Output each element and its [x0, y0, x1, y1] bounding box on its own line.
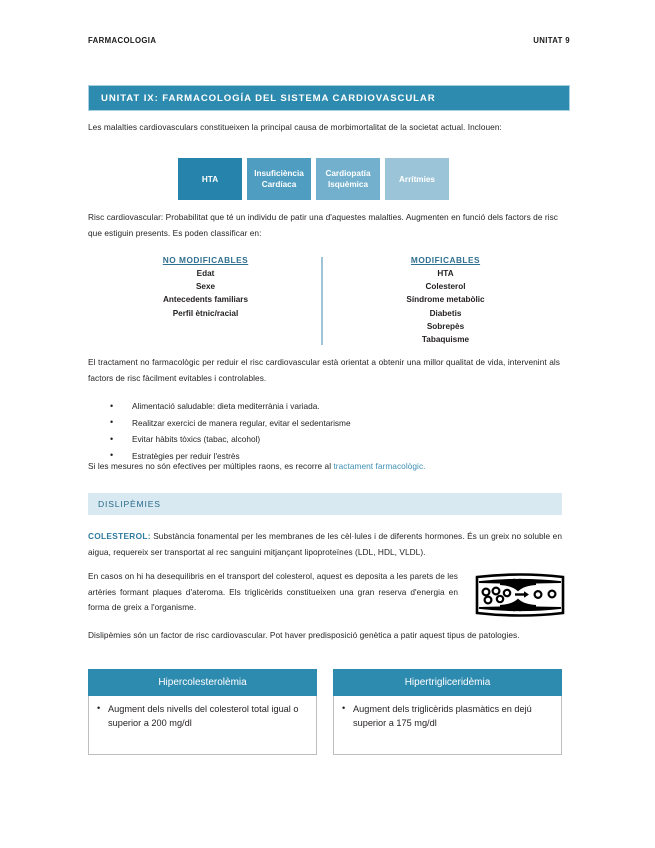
unit-title-text: UNITAT IX: FARMACOLOGÍA DEL SISTEMA CARD…: [101, 92, 436, 104]
definition-card-row: Hipercolesterolèmia Augment dels nivells…: [88, 669, 562, 755]
disease-chip-row: HTA Insuficiència Cardíaca Cardiopatía I…: [178, 158, 449, 200]
risk-column-heading: NO MODIFICABLES: [162, 255, 249, 265]
treatment-closing-line: Si les mesures no són efectives per múlt…: [88, 459, 560, 475]
list-item: Realitzar exercici de manera regular, ev…: [110, 414, 550, 432]
list-item: Alimentació saludable: dieta mediterràni…: [110, 398, 550, 415]
risk-item: Colesterol: [425, 282, 466, 292]
card-bullet: Augment dels triglicèrids plasmàtics en …: [342, 701, 553, 730]
pharmacological-treatment-link[interactable]: tractament farmacològic.: [333, 461, 426, 471]
risk-item: Sobrepès: [426, 321, 465, 331]
card-bullet: Augment dels nivells del colesterol tota…: [97, 701, 308, 730]
dyslipidemia-paragraph: Dislipèmies són un factor de risc cardio…: [88, 630, 520, 640]
risk-column-no-modificables: NO MODIFICABLES Edat Sexe Antecedents fa…: [98, 255, 313, 320]
column-divider: [321, 257, 323, 345]
artery-plaque-illustration: [474, 571, 566, 619]
deposit-paragraph: En casos on hi ha desequilibris en el tr…: [88, 571, 458, 612]
card-body: Augment dels triglicèrids plasmàtics en …: [333, 696, 562, 755]
list-item: Evitar hàbits tòxics (tabac, alcohol): [110, 431, 550, 448]
risk-paragraph: Risc cardiovascular: Probabilitat que té…: [88, 212, 558, 238]
cholesterol-term: COLESTEROL:: [88, 531, 151, 541]
risk-factor-table: NO MODIFICABLES Edat Sexe Antecedents fa…: [88, 255, 562, 347]
list-item: Estratègies per reduir l'estrès: [110, 447, 550, 465]
risk-item: Antecedents familiars: [162, 295, 249, 305]
card-title: Hipertrigliceridèmia: [333, 669, 562, 696]
risk-column-modificables: MODIFICABLES HTA Colesterol Síndrome met…: [338, 255, 553, 346]
dislipemies-section-title: DISLIPÈMIES: [98, 499, 161, 509]
risk-item: Tabaquisme: [421, 335, 470, 345]
risk-item: Perfil ètnic/racial: [172, 308, 239, 318]
dislipemies-section-bar: DISLIPÈMIES: [88, 493, 562, 515]
treatment-bullet-list: Alimentació saludable: dieta mediterràni…: [110, 398, 550, 464]
running-header-right: UNITAT 9: [533, 36, 570, 45]
intro-paragraph: Les malalties cardiovasculars constituei…: [88, 122, 502, 132]
card-hipercolesterolemia: Hipercolesterolèmia Augment dels nivells…: [88, 669, 317, 755]
risk-item: Sexe: [195, 282, 216, 292]
risk-item: Edat: [196, 269, 215, 278]
card-hipertrigliceridemia: Hipertrigliceridèmia Augment dels trigli…: [333, 669, 562, 755]
running-header-left: FARMACOLOGIA: [88, 36, 157, 45]
running-header: FARMACOLOGIA UNITAT 9: [88, 36, 570, 45]
disease-chip-hta: HTA: [178, 158, 242, 200]
closing-prefix-text: Si les mesures no són efectives per múlt…: [88, 461, 334, 471]
disease-chip-cardiopatia-isquemica: Cardiopatía Isquèmica: [316, 158, 380, 200]
cholesterol-paragraph: COLESTEROL: Substància fonamental per le…: [88, 529, 562, 560]
risk-item: Síndrome metabòlic: [406, 295, 485, 305]
cholesterol-definition: Substància fonamental per les membranes …: [88, 531, 562, 557]
treatment-paragraph: El tractament no farmacològic per reduir…: [88, 357, 560, 383]
risk-column-heading: MODIFICABLES: [410, 255, 481, 265]
disease-chip-insuficiencia-cardiaca: Insuficiència Cardíaca: [247, 158, 311, 200]
disease-chip-arritmies: Arrítmies: [385, 158, 449, 200]
card-title: Hipercolesterolèmia: [88, 669, 317, 696]
risk-item: Diabetis: [429, 308, 462, 318]
card-body: Augment dels nivells del colesterol tota…: [88, 696, 317, 755]
unit-title-bar: UNITAT IX: FARMACOLOGÍA DEL SISTEMA CARD…: [88, 85, 570, 111]
risk-item: HTA: [437, 269, 454, 278]
